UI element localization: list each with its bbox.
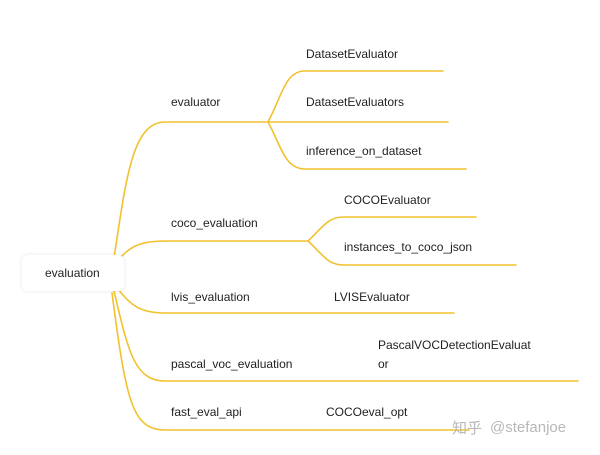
branch-fast-eval-api[interactable]: fast_eval_api [171,405,242,419]
connector-evaluator-1 [267,70,444,123]
connector-coco-1 [307,216,477,242]
leaf-instances-to-coco-json[interactable]: instances_to_coco_json [344,240,473,254]
connector-evaluator-3 [267,121,467,170]
connector-root-evaluator [113,121,269,259]
branch-lvis-evaluation[interactable]: lvis_evaluation [171,290,250,304]
leaf-dataset-evaluators[interactable]: DatasetEvaluators [306,95,405,109]
watermark-handle: @stefanjoe [490,419,567,436]
branch-evaluator[interactable]: evaluator [171,95,221,109]
leaf-coco-evaluator[interactable]: COCOEvaluator [344,193,431,207]
branch-coco-evaluation[interactable]: coco_evaluation [171,216,258,230]
connector-root-lvis [115,286,301,314]
leaf-inference-on-dataset[interactable]: inference_on_dataset [306,144,422,158]
leaf-pascal-voc-detection-evaluator-line2[interactable]: or [378,357,389,371]
connector-root-pascal [113,290,371,382]
leaf-lvis-evaluator[interactable]: LVISEvaluator [334,290,410,304]
leaf-dataset-evaluator[interactable]: DatasetEvaluator [306,47,399,61]
leaf-pascal-voc-detection-evaluator-line1[interactable]: PascalVOCDetectionEvaluat [378,338,531,352]
branch-pascal-voc-evaluation[interactable]: pascal_voc_evaluation [171,357,293,371]
connector-coco-2 [307,240,517,266]
root-node[interactable] [22,255,124,291]
connector-root-coco [115,240,309,263]
connector-root-fast [111,292,321,431]
root-node-label: evaluation [45,266,100,280]
watermark-logo: 知乎 [452,419,483,437]
leaf-cocoeval-opt[interactable]: COCOeval_opt [326,405,408,419]
